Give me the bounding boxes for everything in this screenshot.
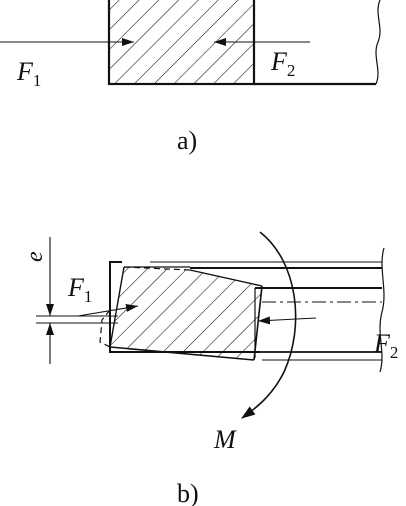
figure-a: F1 F2 a) <box>0 0 381 155</box>
force-f1-arrow-b <box>77 304 139 317</box>
break-line-b <box>379 247 385 373</box>
block-a-outline <box>107 0 256 86</box>
deformed-bottom-edge <box>109 346 255 361</box>
deformed-left-edge <box>109 266 125 348</box>
caption-b: b) <box>177 479 199 506</box>
f2-label-b: F2 <box>373 329 398 362</box>
original-outline-b <box>109 261 260 353</box>
f1-label-b: F1 <box>67 273 92 306</box>
f2-label-a: F2 <box>270 47 295 80</box>
figure-b: e F1 F2 M b) <box>22 231 398 506</box>
force-f2-arrow-b <box>257 316 317 325</box>
moment-arc-arrow <box>241 231 297 419</box>
hatched-block-b <box>110 267 262 360</box>
f1-label-a: F1 <box>16 57 41 90</box>
deformed-top-edge <box>189 269 263 287</box>
moment-m-label: M <box>213 425 237 454</box>
offset-e-label: e <box>22 251 48 262</box>
deformed-corner-dashed <box>99 309 111 348</box>
caption-a: a) <box>177 126 197 155</box>
break-line-a <box>375 0 381 85</box>
